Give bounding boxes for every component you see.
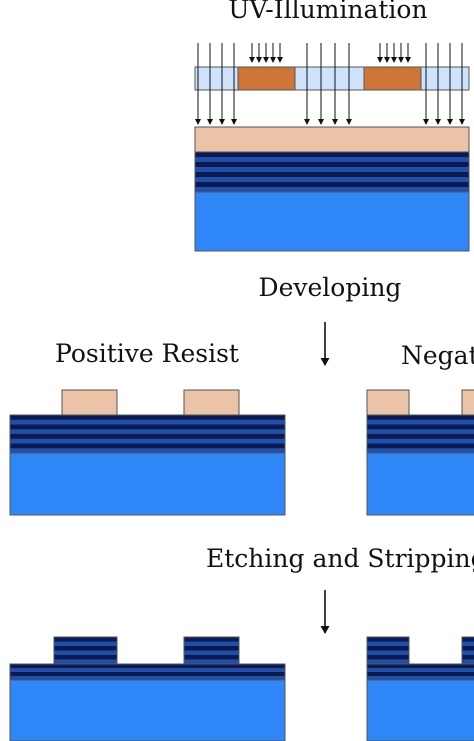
film-band — [367, 672, 474, 677]
film-band — [367, 668, 474, 673]
film-band — [54, 637, 117, 642]
film-band — [462, 650, 474, 656]
film-band — [10, 672, 285, 677]
film-band — [54, 646, 117, 651]
negative-resist-developed-stack — [366, 389, 474, 516]
film-band — [195, 172, 469, 178]
film-band — [10, 438, 285, 444]
film-band — [10, 448, 285, 454]
thin-film-layers — [194, 151, 470, 193]
film-band — [54, 655, 117, 660]
photoresist-layer — [194, 126, 470, 153]
film-band — [10, 424, 285, 430]
film-band — [184, 646, 239, 651]
film-band — [462, 641, 474, 647]
film-band — [10, 443, 285, 449]
film-band — [10, 415, 285, 421]
substrate — [9, 679, 286, 741]
film-band — [367, 641, 409, 647]
thin-film-layers — [366, 414, 474, 454]
film-band — [195, 167, 469, 173]
top-wafer-stack — [194, 126, 470, 252]
negative-resist-label: Negative Resist — [401, 341, 474, 370]
film-band — [195, 187, 469, 193]
film-band — [462, 659, 474, 665]
film-band — [367, 443, 474, 449]
mask-opaque-block-left — [237, 66, 296, 91]
positive-resist-label: Positive Resist — [55, 339, 239, 368]
film-band — [10, 676, 285, 681]
resist-block-right — [461, 389, 474, 416]
film-band — [367, 424, 474, 430]
film-band — [367, 659, 409, 665]
film-band — [367, 676, 474, 681]
resist-block-left — [366, 389, 410, 416]
film-band — [367, 664, 474, 669]
mask-opaque-block-right — [363, 66, 422, 91]
film-band — [462, 646, 474, 651]
film-band — [195, 152, 469, 158]
film-band — [195, 182, 469, 188]
film-band — [184, 659, 239, 665]
mask-clear-region — [194, 66, 470, 91]
etching-stripping-label: Etching and Stripping — [206, 544, 474, 573]
thin-film-layers — [9, 414, 286, 454]
etched-thin-film-pattern — [9, 636, 286, 681]
substrate — [9, 452, 286, 516]
film-band — [10, 419, 285, 425]
uv-illumination-label: UV-Illumination — [228, 0, 427, 24]
film-band — [184, 637, 239, 642]
substrate — [194, 191, 470, 252]
developing-label: Developing — [259, 273, 402, 302]
film-band — [10, 668, 285, 673]
film-band — [54, 659, 117, 665]
film-band — [184, 641, 239, 647]
substrate — [366, 679, 474, 741]
negative-etched-stack — [366, 636, 474, 741]
film-band — [367, 650, 409, 656]
film-band — [184, 655, 239, 660]
film-band — [462, 637, 474, 642]
film-band — [367, 637, 409, 642]
film-band — [10, 429, 285, 435]
film-band — [367, 646, 409, 651]
film-band — [10, 434, 285, 440]
film-band — [367, 434, 474, 440]
film-band — [367, 429, 474, 435]
substrate — [366, 452, 474, 516]
film-band — [367, 438, 474, 444]
film-band — [195, 157, 469, 163]
uv-light-arrows — [195, 43, 465, 125]
film-band — [367, 448, 474, 454]
film-band — [54, 650, 117, 656]
film-band — [367, 415, 474, 421]
photomask — [194, 66, 470, 91]
positive-etched-stack — [9, 636, 286, 741]
film-band — [195, 177, 469, 183]
film-band — [54, 641, 117, 647]
film-band — [10, 664, 285, 669]
film-band — [184, 650, 239, 656]
positive-resist-developed-stack — [9, 389, 286, 516]
film-band — [367, 655, 409, 660]
film-outline — [461, 636, 474, 665]
film-band — [367, 419, 474, 425]
resist-block-right — [183, 389, 240, 416]
etched-thin-film-pattern — [366, 636, 474, 681]
film-band — [195, 162, 469, 168]
resist-block-left — [61, 389, 118, 416]
film-band — [462, 655, 474, 660]
